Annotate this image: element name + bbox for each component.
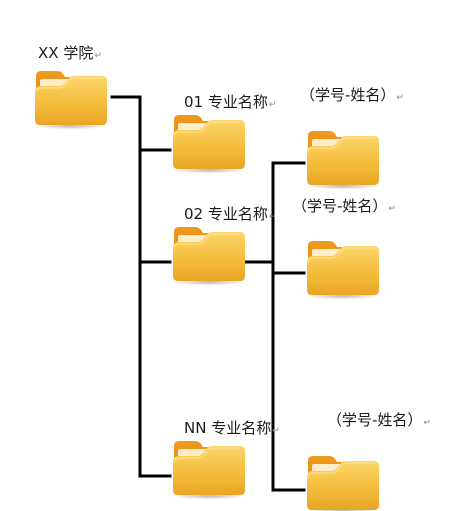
folder-icon-major-nn[interactable] xyxy=(171,440,247,500)
major-nn-students-label: （学号-姓名）↵ xyxy=(327,411,431,432)
paragraph-mark: ↵ xyxy=(396,93,404,103)
major-02-label: 02 专业名称↵ xyxy=(184,205,276,226)
folder-icon-major-01[interactable] xyxy=(171,114,247,174)
major-01-students-label-text: （学号-姓名） xyxy=(300,86,396,104)
connector-root-trunk xyxy=(110,95,142,478)
major-nn-students-label-text: （学号-姓名） xyxy=(327,411,423,429)
folder-icon-student-n[interactable] xyxy=(305,455,381,511)
major-01-label-text: 01 专业名称 xyxy=(184,93,268,111)
major-02-students-label: （学号-姓名）↵ xyxy=(292,197,396,218)
paragraph-mark: ↵ xyxy=(268,100,277,110)
root-label: XX 学院↵ xyxy=(38,44,102,65)
folder-icon-root[interactable] xyxy=(33,70,109,130)
folder-icon-major-02[interactable] xyxy=(171,226,247,286)
major-02-label-text: 02 专业名称 xyxy=(184,205,268,223)
major-02-students-label-text: （学号-姓名） xyxy=(292,197,388,215)
connector-lines xyxy=(110,95,306,492)
major-nn-label: NN 专业名称↵ xyxy=(184,419,280,440)
major-01-students-label: （学号-姓名）↵ xyxy=(300,86,404,107)
major-01-label: 01 专业名称↵ xyxy=(184,93,276,114)
major-nn-label-text: NN 专业名称 xyxy=(184,419,272,437)
paragraph-mark: ↵ xyxy=(268,212,277,222)
paragraph-mark: ↵ xyxy=(94,51,102,61)
paragraph-mark: ↵ xyxy=(272,426,280,436)
folder-icon-student-2[interactable] xyxy=(305,240,381,300)
folder-icon-student-1[interactable] xyxy=(305,130,381,190)
paragraph-mark: ↵ xyxy=(388,204,396,214)
root-label-text: XX 学院 xyxy=(38,44,94,62)
connector-students-trunk xyxy=(242,161,275,492)
paragraph-mark: ↵ xyxy=(423,418,431,428)
